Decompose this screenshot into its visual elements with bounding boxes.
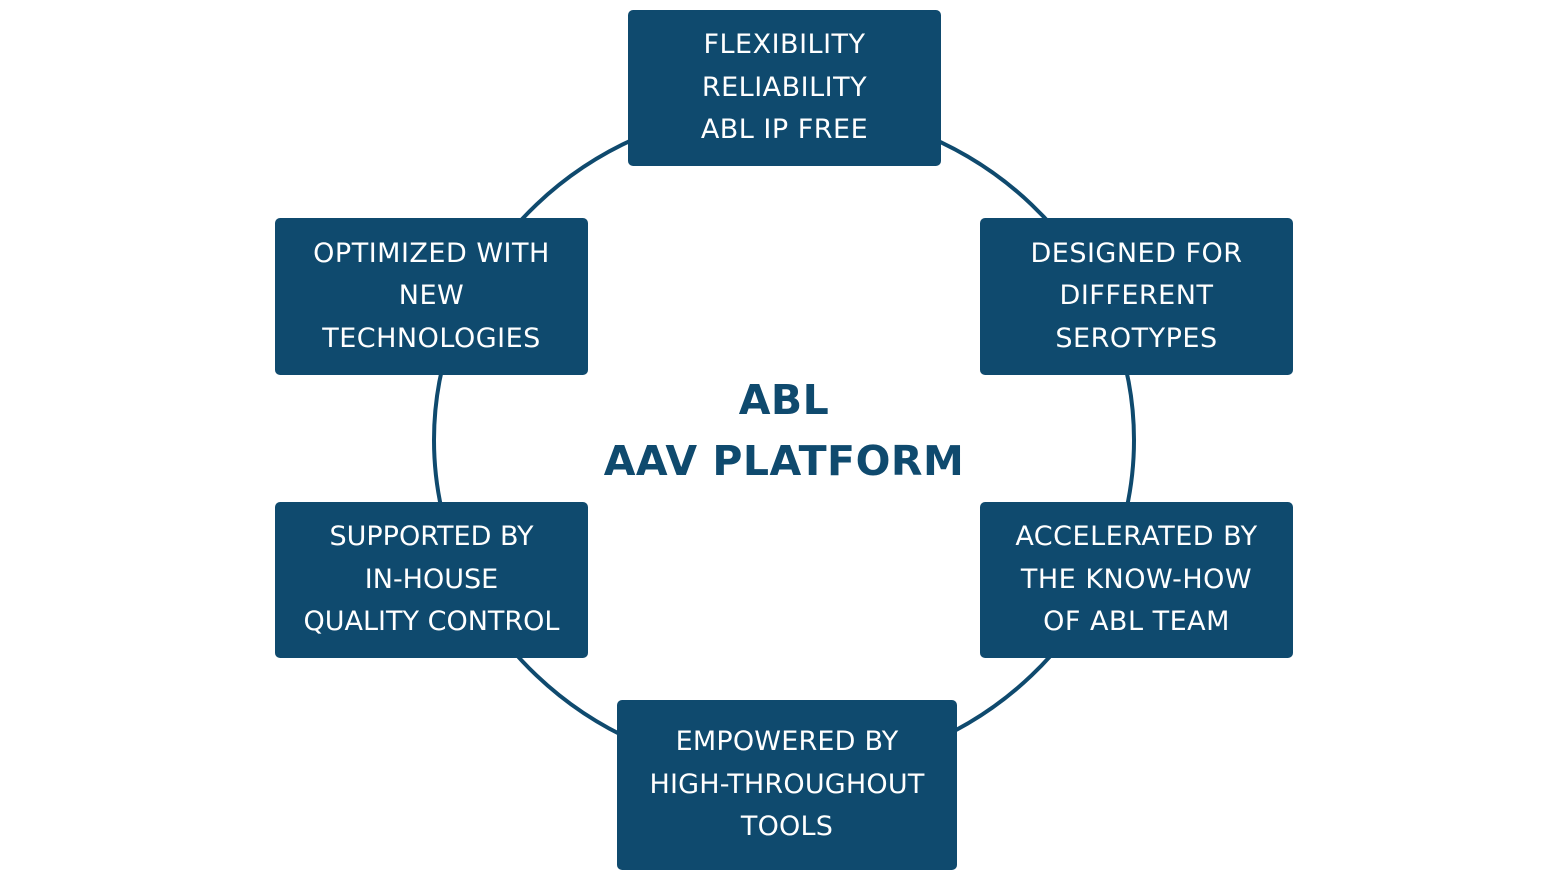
feature-line: TECHNOLOGIES (322, 322, 541, 354)
feature-line: TOOLS (740, 811, 834, 843)
feature-line: EMPOWERED BY (675, 726, 899, 758)
feature-line: OF ABL TEAM (1043, 606, 1230, 638)
feature-box-quality-control: SUPPORTED BY IN-HOUSE QUALITY CONTROL (275, 502, 588, 658)
feature-line: NEW (398, 280, 465, 312)
feature-line: DESIGNED FOR (1030, 237, 1243, 269)
feature-line: DIFFERENT (1059, 280, 1214, 312)
feature-line: ACCELERATED BY (1015, 521, 1258, 553)
feature-line: SEROTYPES (1055, 322, 1218, 354)
feature-box-serotypes: DESIGNED FOR DIFFERENT SEROTYPES (980, 218, 1293, 375)
feature-line: OPTIMIZED WITH (313, 237, 550, 269)
feature-line: SUPPORTED BY (329, 521, 534, 553)
feature-line: ABL IP FREE (700, 114, 869, 146)
feature-line: THE KNOW-HOW (1020, 563, 1253, 595)
feature-box-new-technologies: OPTIMIZED WITH NEW TECHNOLOGIES (275, 218, 588, 375)
feature-line: HIGH-THROUGHOUT (649, 768, 925, 800)
platform-title: ABL AAV PLATFORM (560, 370, 1008, 492)
platform-title-line-2: AAV PLATFORM (603, 437, 965, 485)
feature-box-high-throughput: EMPOWERED BY HIGH-THROUGHOUT TOOLS (617, 700, 957, 870)
feature-line: FLEXIBILITY (703, 29, 866, 61)
feature-box-flexibility: FLEXIBILITY RELIABILITY ABL IP FREE (628, 10, 941, 166)
platform-title-line-1: ABL (738, 376, 830, 424)
feature-box-know-how: ACCELERATED BY THE KNOW-HOW OF ABL TEAM (980, 502, 1293, 658)
feature-line: IN-HOUSE (364, 563, 499, 595)
feature-line: RELIABILITY (701, 71, 868, 103)
feature-line: QUALITY CONTROL (303, 606, 560, 638)
